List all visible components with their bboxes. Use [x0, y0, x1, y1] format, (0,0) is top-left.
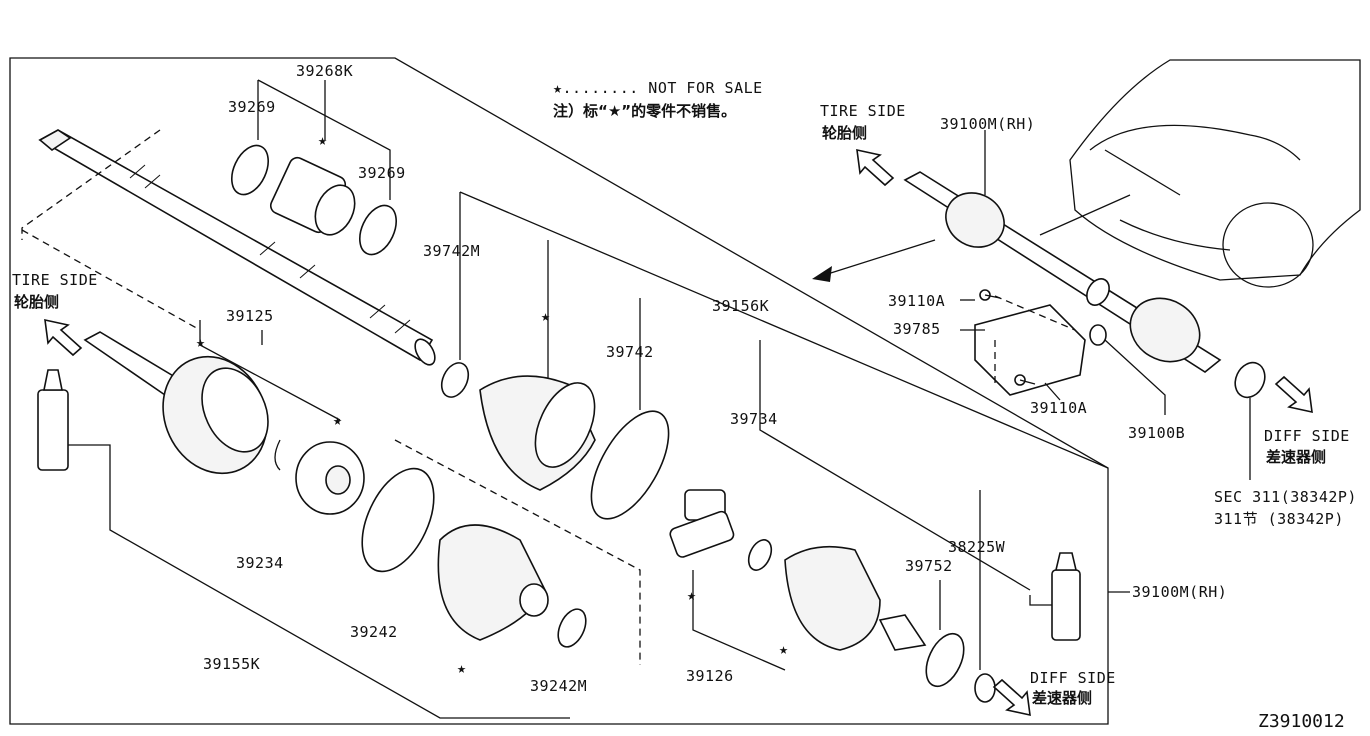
- label-39100M-RH-main: 39100M(RH): [1132, 583, 1227, 601]
- clamp-ring-39269-b: [359, 204, 397, 256]
- inner-race-39125: [295, 441, 365, 515]
- circlip-38225W: [974, 673, 996, 703]
- tire-side-label-top: TIRE SIDE: [820, 102, 906, 120]
- nut-39100B: [1089, 324, 1107, 346]
- boot-band-39242: [361, 467, 435, 573]
- snap-ring-39734: [747, 539, 773, 571]
- arrow-head-left: [812, 266, 832, 282]
- star-mark: ★: [541, 307, 551, 325]
- star-mark: ★: [196, 333, 206, 351]
- label-sec-311-cn: 311节 (38342P): [1214, 510, 1344, 528]
- star-mark: ★: [687, 586, 697, 604]
- grease-tube-right: [1051, 552, 1081, 641]
- boot-band-39742: [590, 410, 670, 520]
- drive-shaft: [38, 129, 436, 366]
- label-39269-b: 39269: [358, 164, 406, 182]
- label-39242: 39242: [350, 623, 398, 641]
- label-sec-311: SEC 311(38342P): [1214, 488, 1357, 506]
- label-39752: 39752: [905, 557, 953, 575]
- label-39110A-a: 39110A: [888, 292, 945, 310]
- label-38225W: 38225W: [948, 538, 1006, 556]
- housing-39156K: [784, 545, 927, 651]
- arrow-front-to-rear: [1039, 194, 1131, 236]
- outer-joint-39125: [83, 331, 269, 475]
- tire-side-arrow-left-icon: [44, 318, 83, 357]
- tire-side-label-top-cn: 轮胎侧: [822, 124, 867, 142]
- label-39110A-b: 39110A: [1030, 399, 1087, 417]
- label-39156K: 39156K: [712, 297, 769, 315]
- label-39785: 39785: [893, 320, 941, 338]
- diff-side-label-bottom-cn: 差速器侧: [1032, 689, 1092, 707]
- shaft-assembly-39100M: [903, 171, 1222, 373]
- clamp-ring-39269-a: [231, 144, 269, 196]
- label-39269-a: 39269: [228, 98, 276, 116]
- diff-side-label-bottom: DIFF SIDE: [1030, 669, 1116, 687]
- tire-side-label-left-cn: 轮胎侧: [14, 293, 59, 311]
- label-39234: 39234: [236, 554, 284, 572]
- vehicle-illustration: [1069, 59, 1361, 288]
- star-mark: ★: [779, 640, 789, 658]
- star-mark: ★: [318, 131, 328, 149]
- bolt-39110A-a: [979, 289, 1001, 301]
- star-mark: ★: [333, 411, 343, 429]
- label-39125: 39125: [226, 307, 274, 325]
- diff-side-label-right: DIFF SIDE: [1264, 427, 1350, 445]
- boot-39742: [479, 375, 596, 491]
- not-for-sale-note: ★........ NOT FOR SALE: [553, 79, 763, 97]
- oil-seal-39752: [925, 632, 965, 688]
- label-39242M: 39242M: [530, 677, 587, 695]
- oil-seal-38342P: [1234, 361, 1266, 399]
- boot-39242: [437, 524, 549, 641]
- diff-side-arrow-bottom-icon: [992, 678, 1031, 717]
- tripod-39126: [669, 489, 735, 558]
- label-39742M: 39742M: [423, 242, 480, 260]
- label-39268K: 39268K: [296, 62, 353, 80]
- diagram-id: Z3910012: [1258, 711, 1345, 732]
- label-39100B: 39100B: [1128, 424, 1185, 442]
- diff-side-arrow-right-icon: [1274, 375, 1313, 414]
- main-frame: [9, 57, 1109, 725]
- label-39155K: 39155K: [203, 655, 260, 673]
- label-39734: 39734: [730, 410, 778, 428]
- label-39126: 39126: [686, 667, 734, 685]
- boot-band-39242M: [557, 608, 587, 648]
- tire-side-arrow-top-icon: [856, 148, 895, 187]
- boot-band-39742M: [440, 362, 470, 398]
- diff-side-label-right-cn: 差速器侧: [1266, 448, 1326, 466]
- label-39742: 39742: [606, 343, 654, 361]
- not-for-sale-note-cn: 注）标“★”的零件不销售。: [553, 102, 736, 120]
- tire-side-label-left: TIRE SIDE: [12, 271, 98, 289]
- damper-39268K: [269, 156, 356, 236]
- label-39100M-RH-top: 39100M(RH): [940, 115, 1035, 133]
- bracket-39785: [974, 304, 1086, 396]
- grease-tube-left: [37, 369, 69, 471]
- bolt-39110A-b: [1014, 374, 1036, 386]
- star-mark: ★: [457, 659, 467, 677]
